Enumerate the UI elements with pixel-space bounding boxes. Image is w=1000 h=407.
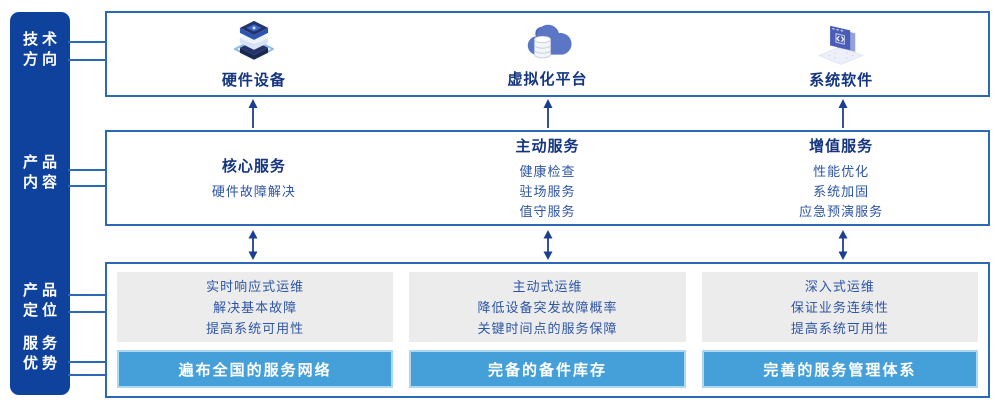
tech-label-software: 系统软件 — [809, 71, 874, 89]
positioning-point: 降低设备突发故障概率 — [477, 299, 618, 315]
positioning-point: 实时响应式运维 — [206, 278, 305, 294]
connector-line — [68, 169, 107, 171]
up-arrow-icon — [838, 99, 848, 128]
service-item: 系统加固 — [813, 183, 870, 199]
service-column-value-added: 增值服务 性能优化 系统加固 应急预演服务 — [694, 132, 988, 224]
double-arrow-icon — [543, 230, 553, 260]
service-title: 增值服务 — [809, 137, 874, 155]
service-item: 硬件故障解决 — [211, 183, 296, 199]
sidebar-label-product-content: 产品 内容 — [10, 153, 70, 193]
positioning-point: 保证业务连续性 — [790, 299, 889, 315]
connector-line — [68, 185, 107, 187]
positioning-point: 主动式运维 — [512, 278, 583, 294]
tech-label-virtualization: 虚拟化平台 — [507, 71, 588, 88]
positioning-card: 实时响应式运维 解决基本故障 提高系统可用性 — [117, 272, 394, 342]
service-item: 驻场服务 — [519, 183, 576, 199]
product-positioning-panel: 实时响应式运维 解决基本故障 提高系统可用性 遍布全国的服务网络 主动式运维 降… — [105, 262, 990, 398]
sidebar-label-line: 产品 — [22, 154, 61, 171]
positioning-column: 实时响应式运维 解决基本故障 提高系统可用性 遍布全国的服务网络 — [117, 272, 394, 388]
advantage-bar: 完善的服务管理体系 — [701, 350, 978, 388]
connector-line — [68, 311, 107, 313]
connector-line — [68, 59, 107, 61]
connector-line — [68, 361, 107, 363]
sidebar-label-product-positioning: 产品 定位 — [10, 281, 70, 321]
sidebar-label-line: 定位 — [22, 302, 61, 319]
service-item: 应急预演服务 — [799, 203, 884, 219]
up-arrow-icon — [543, 99, 553, 128]
connector-line — [68, 294, 107, 296]
up-arrow-icon — [248, 99, 258, 128]
positioning-point: 提高系统可用性 — [790, 320, 889, 336]
positioning-column: 深入式运维 保证业务连续性 提高系统可用性 完善的服务管理体系 — [701, 272, 978, 388]
sidebar-label-line: 服务 — [22, 335, 61, 352]
connector-line — [68, 374, 107, 376]
service-title: 核心服务 — [221, 157, 286, 175]
service-item: 健康检查 — [519, 163, 576, 179]
positioning-card: 深入式运维 保证业务连续性 提高系统可用性 — [701, 272, 978, 342]
positioning-point: 关键时间点的服务保障 — [477, 320, 618, 336]
sidebar-label-line: 产品 — [22, 282, 61, 299]
double-arrow-icon — [248, 230, 258, 260]
tech-label-hardware: 硬件设备 — [221, 72, 286, 89]
server-stack-icon — [233, 20, 274, 60]
service-column-core: 核心服务 硬件故障解决 — [107, 132, 401, 224]
sidebar-label-service-advantage: 服务 优势 — [10, 334, 70, 374]
sidebar: 技术 方向 产品 内容 产品 定位 服务 优势 — [10, 12, 70, 395]
product-content-panel: 核心服务 硬件故障解决 主动服务 健康检查 驻场服务 值守服务 增值服务 性能优… — [105, 130, 990, 226]
tech-direction-panel: 硬件设备 虚拟化平台 — [105, 11, 990, 97]
connector-line — [68, 41, 107, 43]
advantage-bar: 完备的备件库存 — [409, 350, 686, 388]
positioning-point: 提高系统可用性 — [206, 320, 305, 336]
advantage-bar: 遍布全国的服务网络 — [117, 350, 394, 388]
positioning-point: 深入式运维 — [804, 278, 875, 294]
service-item: 性能优化 — [813, 163, 870, 179]
positioning-point: 解决基本故障 — [213, 299, 298, 315]
service-column-proactive: 主动服务 健康检查 驻场服务 值守服务 — [401, 132, 695, 224]
sidebar-label-line: 技术 — [22, 31, 61, 48]
cloud-database-icon — [527, 24, 572, 59]
code-window-icon — [818, 25, 865, 65]
double-arrow-icon — [838, 230, 848, 260]
service-item: 值守服务 — [519, 203, 576, 219]
positioning-card: 主动式运维 降低设备突发故障概率 关键时间点的服务保障 — [409, 272, 686, 342]
positioning-column: 主动式运维 降低设备突发故障概率 关键时间点的服务保障 完备的备件库存 — [409, 272, 686, 388]
tech-column-virtualization: 虚拟化平台 — [401, 13, 695, 95]
sidebar-label-tech-direction: 技术 方向 — [10, 30, 70, 70]
sidebar-label-line: 方向 — [22, 51, 61, 68]
sidebar-label-line: 优势 — [22, 355, 61, 372]
service-title: 主动服务 — [515, 137, 580, 155]
tech-column-hardware: 硬件设备 — [107, 13, 401, 95]
tech-column-software: 系统软件 — [694, 13, 988, 95]
sidebar-label-line: 内容 — [22, 174, 61, 191]
